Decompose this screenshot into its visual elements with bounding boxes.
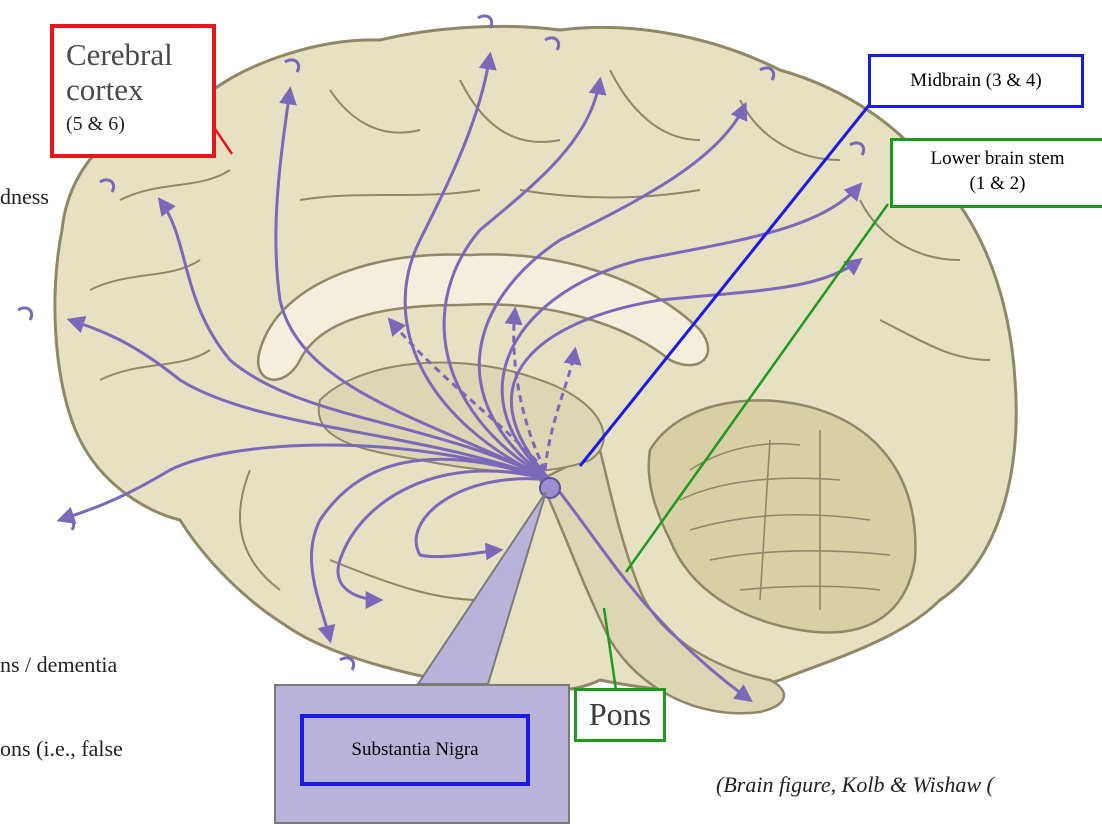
midbrain-label: Midbrain (3 & 4) xyxy=(871,57,1081,105)
lower-brain-stem-label-line1: Lower brain stem xyxy=(893,147,1102,172)
cerebral-cortex-label-box: Cerebral cortex (5 & 6) xyxy=(50,24,216,158)
substantia-nigra-label-box: Substantia Nigra xyxy=(300,714,530,786)
side-text-line-3: ons (i.e., false xyxy=(0,736,123,761)
pons-label: Pons xyxy=(577,691,663,737)
midbrain-label-box: Midbrain (3 & 4) xyxy=(868,54,1084,108)
side-text-line-2: ns / dementia xyxy=(0,652,117,677)
cerebral-cortex-label-line1: Cerebral xyxy=(66,38,212,73)
figure-citation: (Brain figure, Kolb & Wishaw ( xyxy=(716,772,994,797)
cerebral-cortex-label-line2: cortex xyxy=(66,73,212,108)
side-text-line-1: dness xyxy=(0,184,49,209)
substantia-nigra-label: Substantia Nigra xyxy=(304,718,526,782)
cerebral-cortex-label-line3: (5 & 6) xyxy=(66,113,212,136)
lower-brain-stem-label-line2: (1 & 2) xyxy=(893,172,1102,197)
lower-brain-stem-label-box: Lower brain stem (1 & 2) xyxy=(890,138,1102,208)
pons-label-box: Pons xyxy=(574,688,666,742)
